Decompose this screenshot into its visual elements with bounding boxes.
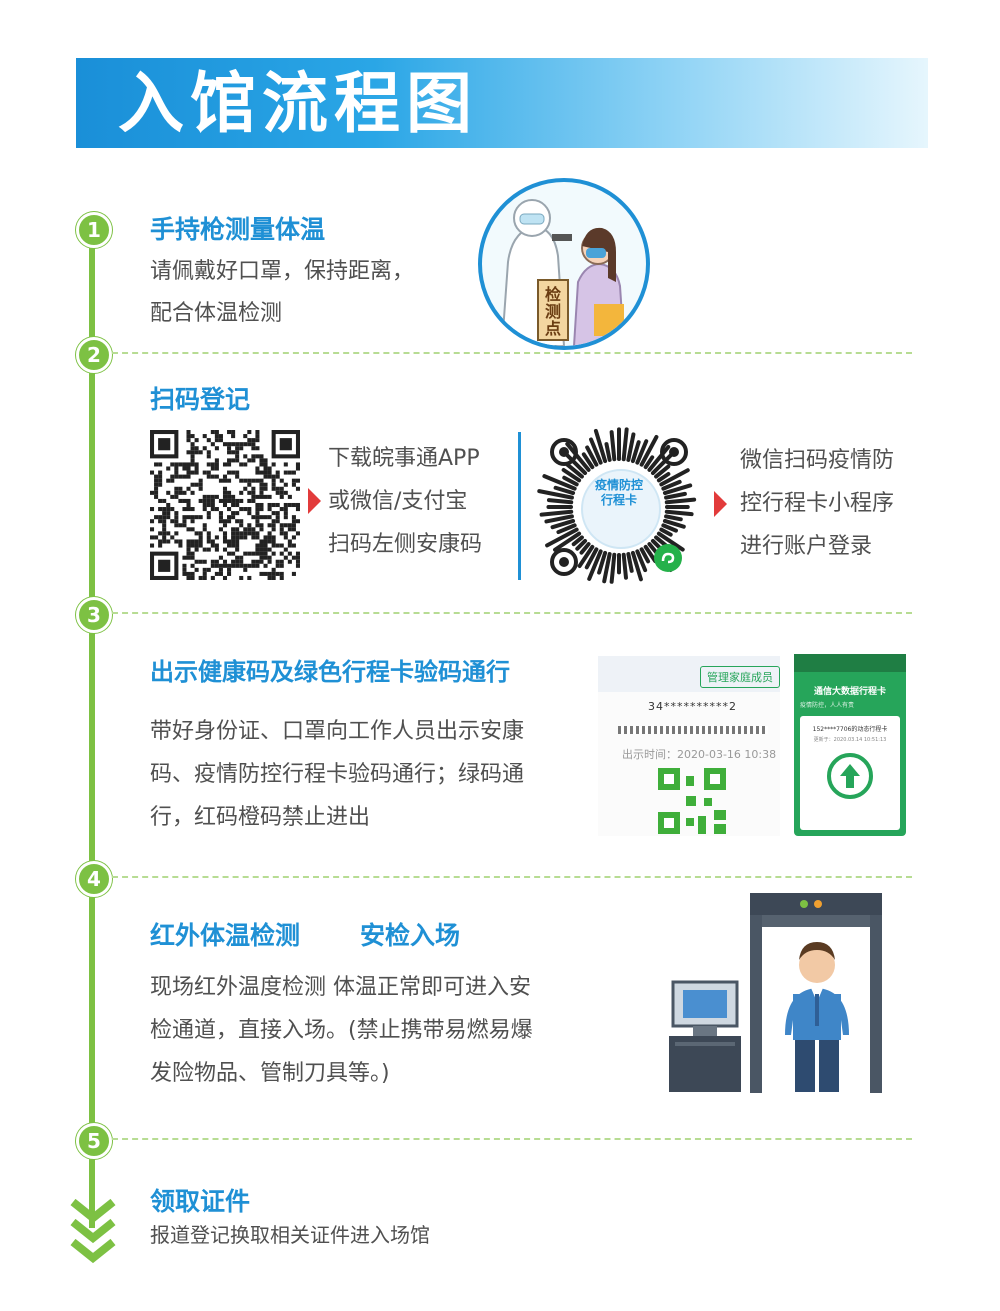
blurred-info (618, 726, 768, 734)
page-title: 入馆流程图 (118, 65, 478, 142)
health-code-header (598, 656, 780, 692)
separator (112, 876, 912, 878)
step1-line-2: 配合体温检测 (150, 301, 283, 326)
green-health-qr (658, 768, 726, 834)
trip-card-screenshot: 通信大数据行程卡 疫情防控，人人有责 152****7706的动态行程卡 更新于… (794, 654, 906, 836)
separator (112, 352, 912, 354)
arrow-right-icon (308, 488, 321, 514)
ankang-qr-code (150, 430, 300, 580)
step2-left-line-2: 或微信/支付宝 (328, 489, 468, 514)
display-time: 出示时间：2020-03-16 10:38 (622, 748, 777, 761)
step1-line-1: 请佩戴好口罩，保持距离， (150, 259, 415, 284)
step2-heading: 扫码登记 (150, 385, 251, 414)
health-code-screenshot: 管理家庭成员 34**********2 出示时间：2020-03-16 10:… (598, 656, 780, 836)
separator (112, 1138, 912, 1140)
chevron-down-icon (70, 1198, 116, 1264)
step-number-4: 4 (76, 861, 112, 897)
divider (518, 432, 521, 580)
miniprogram-center (581, 469, 661, 549)
arrow-right-icon (714, 491, 727, 517)
masked-id: 34**********2 (648, 700, 737, 713)
trip-card-miniprogram-code: 疫情防控 行程卡 (536, 424, 702, 590)
trip-card-title: 通信大数据行程卡 (813, 687, 886, 697)
miniprogram-label: 疫情防控 行程卡 (588, 478, 650, 508)
manage-family-button[interactable]: 管理家庭成员 (700, 666, 780, 688)
step5-line-1: 报道登记换取相关证件进入场馆 (150, 1223, 430, 1247)
step-number-1: 1 (76, 212, 112, 248)
step-number-2: 2 (76, 337, 112, 373)
qr-code-icon (658, 768, 726, 834)
miniprogram-label-line-1: 疫情防控 (594, 478, 643, 492)
miniprogram-label-line-2: 行程卡 (600, 493, 637, 507)
trip-card-phone: 152****7706的动态行程卡 (812, 726, 888, 733)
timeline-line (89, 228, 95, 1228)
miniprogram-code-icon (537, 427, 697, 584)
step2-right-line-1: 微信扫码疫情防 (740, 448, 895, 473)
step3-line-3: 行，红码橙码禁止进出 (150, 805, 371, 830)
qr-code-icon (150, 430, 300, 580)
trip-card-body: 152****7706的动态行程卡 更新于：2020.03.14 10:51:1… (800, 716, 900, 830)
step2-left-line-1: 下载皖事通APP (328, 446, 480, 471)
step4-line-2: 检通道，直接入场。(禁止携带易燃易爆 (150, 1018, 533, 1043)
separator (112, 612, 912, 614)
step1-heading: 手持枪测量体温 (150, 215, 326, 244)
step3-line-1: 带好身份证、口罩向工作人员出示安康 (150, 719, 525, 744)
step-number-5: 5 (76, 1123, 112, 1159)
step2-left-line-3: 扫码左侧安康码 (328, 532, 483, 557)
temperature-check-illustration: 检测点 (478, 178, 650, 350)
step-number-3: 3 (76, 597, 112, 633)
step4-heading-b: 安检入场 (360, 921, 461, 950)
trip-card-subtitle: 疫情防控，人人有责 (800, 702, 855, 709)
step4-heading-a: 红外体温检测 (150, 921, 301, 950)
checkpoint-sign: 检测点 (544, 285, 561, 338)
step3-heading: 出示健康码及绿色行程卡验码通行 (150, 658, 510, 686)
step2-right-line-2: 控行程卡小程序 (740, 491, 895, 516)
title-banner (76, 58, 928, 148)
step4-line-3: 发险物品、管制刀具等。) (150, 1061, 390, 1086)
step4-line-1: 现场红外温度检测 体温正常即可进入安 (150, 975, 531, 1000)
step3-line-2: 码、疫情防控行程卡验码通行；绿码通 (150, 762, 525, 787)
step5-heading: 领取证件 (150, 1187, 251, 1216)
arrow-up-icon (827, 753, 873, 799)
trip-card-topbar (794, 654, 906, 672)
security-gate-illustration (669, 893, 882, 1093)
wechat-miniprogram-icon (654, 544, 682, 572)
step2-right-line-3: 进行账户登录 (740, 534, 873, 559)
trip-card-update: 更新于：2020.03.14 10:51:13 (813, 737, 887, 743)
health-worker-icon (500, 199, 626, 346)
